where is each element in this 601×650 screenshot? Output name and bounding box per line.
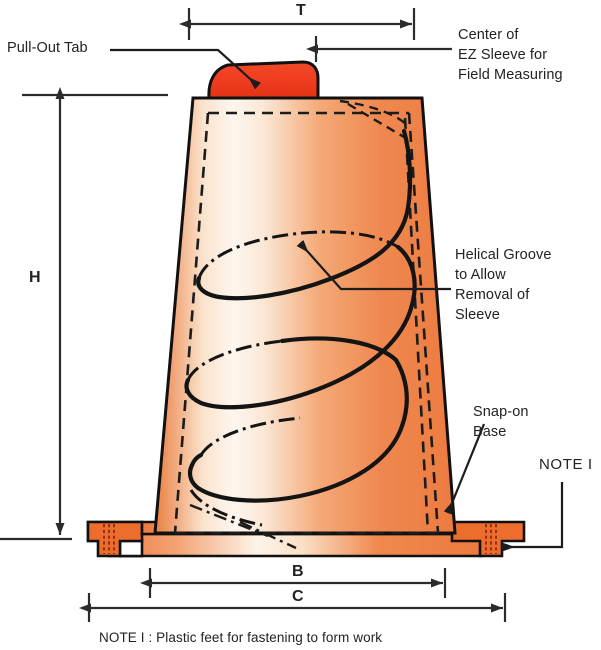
hidden-tab-slot bbox=[339, 99, 407, 139]
left-foot-hatch bbox=[103, 524, 115, 554]
dimension-label-t: T bbox=[296, 2, 306, 19]
label-center-of-ez-sleeve-line2: EZ Sleeve for bbox=[458, 47, 548, 63]
label-center-of-ez-sleeve-line3: Field Measuring bbox=[458, 67, 563, 83]
hidden-sleeve-outline bbox=[173, 111, 440, 535]
dimension-h bbox=[0, 87, 168, 541]
snap-on-base-leader bbox=[443, 423, 486, 515]
footnote-note-1: NOTE I : Plastic feet for fastening to f… bbox=[99, 630, 383, 645]
label-snap-on-base-line1: Snap-on bbox=[473, 404, 529, 420]
helical-groove-leader bbox=[296, 240, 451, 291]
label-center-of-ez-sleeve-line1: Center of bbox=[458, 27, 519, 43]
helical-groove-mid bbox=[184, 244, 417, 410]
label-helical-groove-line2: to Allow bbox=[455, 267, 506, 283]
helical-groove-bottom bbox=[279, 336, 399, 363]
dimension-label-c: C bbox=[292, 588, 304, 605]
helical-groove-hidden-lower bbox=[186, 339, 283, 381]
dimension-label-b: B bbox=[292, 563, 304, 580]
right-foot-hatch bbox=[485, 524, 497, 554]
hidden-base-diagonal bbox=[189, 503, 297, 550]
label-helical-groove-line1: Helical Groove bbox=[455, 247, 552, 263]
cone-body bbox=[153, 96, 457, 535]
dimension-t bbox=[179, 8, 416, 40]
helical-groove-hidden-upper bbox=[197, 230, 399, 279]
dimension-c bbox=[79, 593, 507, 622]
label-pull-out-tab: Pull-Out Tab bbox=[7, 40, 88, 56]
label-helical-groove-line4: Sleeve bbox=[455, 307, 500, 323]
label-snap-on-base-line2: Base bbox=[473, 424, 507, 440]
helical-groove-lower-front bbox=[187, 357, 409, 503]
pull-out-tab-leader bbox=[110, 48, 262, 90]
pull-out-tab bbox=[207, 60, 320, 100]
helical-groove-hidden-bottom bbox=[189, 416, 301, 527]
helical-groove bbox=[196, 128, 413, 301]
label-helical-groove-line3: Removal of bbox=[455, 287, 530, 303]
center-sleeve-leader bbox=[306, 36, 452, 62]
label-note-reference: NOTE I bbox=[539, 456, 593, 473]
dimension-label-h: H bbox=[29, 269, 41, 286]
hidden-sleeve-inner-wall bbox=[403, 117, 430, 534]
dimension-b bbox=[140, 568, 447, 598]
note-1-leader bbox=[502, 482, 564, 552]
